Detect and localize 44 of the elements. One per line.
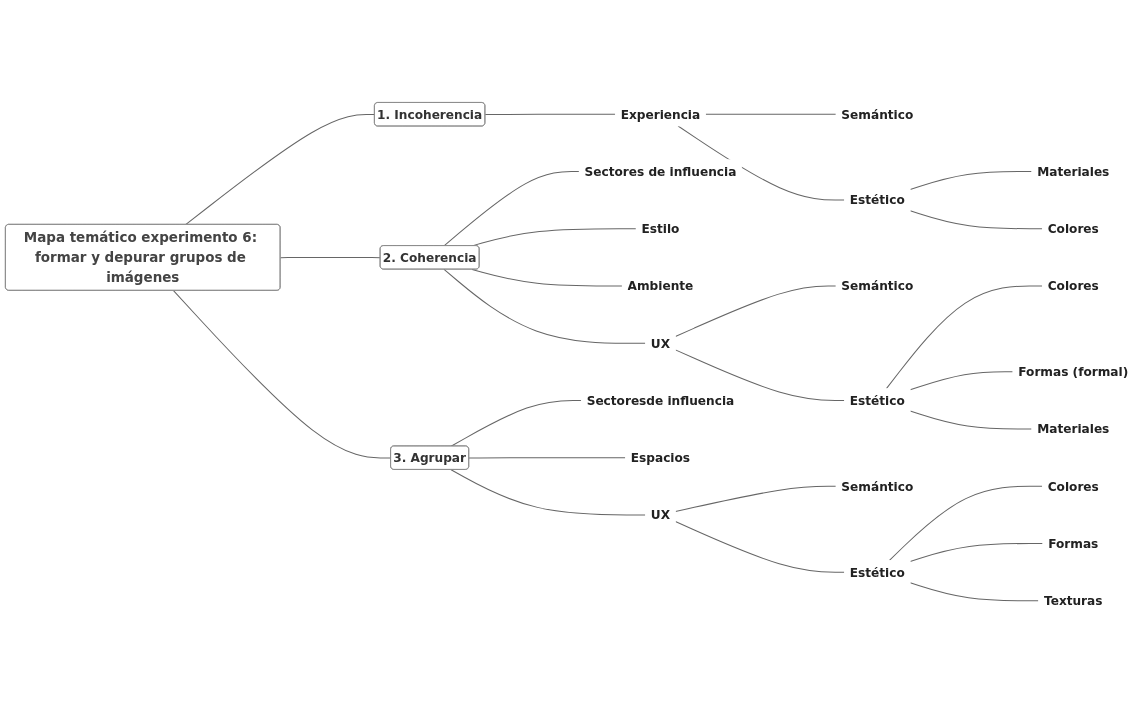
connector [674, 349, 845, 401]
node-text: Colores [1047, 479, 1099, 494]
connector [909, 210, 1043, 230]
node-text: Sectoresde influencia [586, 393, 735, 408]
node-text: Estético [849, 565, 905, 580]
node-text: UX [650, 336, 671, 351]
connector [674, 485, 837, 513]
node-text: Colores [1047, 221, 1099, 236]
node-text: Formas (formal) [1018, 364, 1129, 379]
node-text: Sectores de influencia [584, 164, 737, 179]
connector [909, 371, 1014, 391]
node-text: Formas [1048, 536, 1099, 551]
connector [677, 125, 845, 201]
node-text: Materiales [1037, 164, 1110, 179]
node-text: Estético [849, 393, 905, 408]
connector [443, 170, 580, 247]
connector [674, 285, 837, 337]
connector [450, 469, 646, 516]
node-text: Estilo [641, 221, 680, 236]
node-text: Ambiente [627, 278, 694, 294]
node-text: Colores [1047, 278, 1099, 294]
connector [885, 285, 1043, 390]
node-text: Materiales [1037, 421, 1110, 437]
connector [909, 543, 1044, 562]
node-text: Texturas [1044, 593, 1103, 608]
connector [705, 113, 837, 115]
node-text: Experiencia [620, 107, 701, 122]
connector [468, 457, 626, 459]
connector [443, 268, 646, 344]
node-text: Semántico [841, 278, 914, 294]
node-text: Semántico [841, 479, 914, 494]
node-text: Espacios [630, 450, 691, 465]
node-text: Estético [849, 193, 905, 208]
connector [909, 582, 1040, 602]
connector [909, 410, 1033, 430]
node-text: UX [650, 507, 671, 522]
node-text: Semántico [841, 107, 914, 122]
connector [484, 113, 616, 116]
connector [909, 170, 1033, 190]
connector [888, 485, 1043, 561]
connector [185, 114, 376, 226]
connector [279, 256, 381, 259]
connector [674, 521, 845, 573]
connector [172, 290, 392, 459]
